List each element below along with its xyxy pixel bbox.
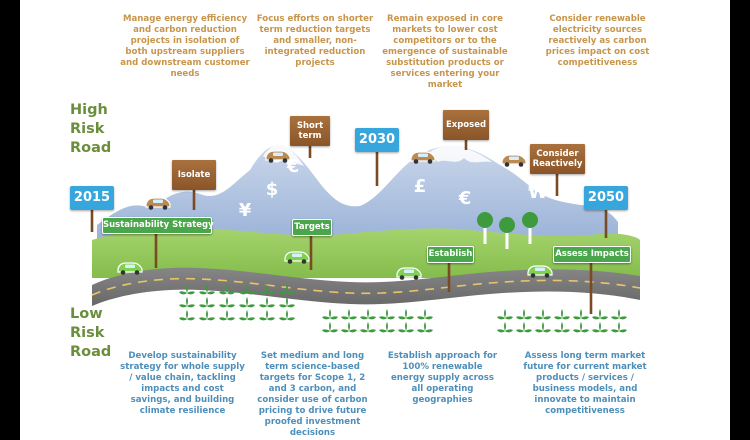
plant-icon: [239, 310, 255, 321]
tree-icon: [522, 212, 538, 244]
sign-short-term: Short term: [290, 116, 330, 146]
plant-icon: [239, 297, 255, 308]
car-icon: [265, 150, 291, 163]
currency-layer: $ ¥ € £ € ₩: [239, 156, 548, 221]
low-risk-text-2: Set medium and long term science-based t…: [257, 351, 368, 438]
plant-icon: [516, 309, 532, 320]
plant-icon: [611, 322, 627, 333]
plant-icon: [199, 284, 215, 295]
currency-icon: €: [286, 156, 300, 177]
currency-icon: ₩: [528, 182, 548, 203]
plant-icon: [179, 310, 195, 321]
currency-icon: ¥: [239, 200, 252, 221]
plant-icon: [341, 322, 357, 333]
plant-icon: [219, 284, 235, 295]
plant-icon: [199, 297, 215, 308]
sign-establish: Establish: [427, 246, 474, 263]
high-risk-text-3: Remain exposed in core markets to lower …: [382, 14, 508, 90]
sign-targets: Targets: [292, 219, 332, 236]
sign-consider-reactively: Consider Reactively: [530, 144, 585, 174]
plant-icon: [322, 322, 338, 333]
sign-posts-layer: [90, 140, 608, 314]
plant-icon: [379, 322, 395, 333]
high-risk-text-4: Consider renewable electricity sources r…: [545, 14, 650, 68]
plant-icon: [398, 322, 414, 333]
sign-isolate: Isolate: [172, 160, 216, 190]
tree-icon: [477, 212, 493, 244]
tree-icon: [499, 217, 515, 249]
plant-icon: [179, 284, 195, 295]
plant-icon: [259, 284, 275, 295]
plant-icon: [379, 309, 395, 320]
plant-icon: [219, 297, 235, 308]
sign-sustainability-strategy: Sustainability Strategy: [102, 217, 214, 234]
road: [92, 267, 640, 306]
plant-icon: [179, 297, 195, 308]
low-risk-text-4: Assess long term market future for curre…: [523, 351, 647, 416]
plant-icon: [497, 322, 513, 333]
plant-icon: [239, 284, 255, 295]
plant-icon: [279, 284, 295, 295]
plant-icon: [279, 310, 295, 321]
plant-icon: [360, 309, 376, 320]
plant-icon: [341, 309, 357, 320]
trees-layer: [477, 212, 538, 249]
snow-cap: [430, 145, 492, 163]
currency-icon: €: [458, 188, 472, 209]
year-sign-2050: 2050: [584, 186, 628, 210]
plant-icon: [360, 322, 376, 333]
plant-icon: [554, 309, 570, 320]
high-risk-road-label: High Risk Road: [70, 102, 112, 156]
car-icon: [284, 251, 310, 264]
plant-icon: [322, 309, 338, 320]
currency-icon: $: [266, 179, 279, 200]
low-risk-text-3: Establish approach for 100% renewable en…: [387, 351, 498, 405]
plant-icon: [497, 309, 513, 320]
road-center-line: [91, 277, 641, 296]
high-risk-text-2: Focus efforts on shorter term reduction …: [256, 14, 374, 68]
plant-icon: [417, 309, 433, 320]
plant-icon: [259, 297, 275, 308]
low-risk-road-label: Low Risk Road: [70, 306, 112, 360]
plant-icon: [573, 309, 589, 320]
plant-icon: [279, 297, 295, 308]
car-icon: [396, 267, 422, 280]
plant-icon: [259, 310, 275, 321]
car-icon: [527, 265, 553, 278]
cars-layer: [117, 150, 553, 280]
plant-icon: [535, 309, 551, 320]
plant-icon: [199, 310, 215, 321]
year-sign-2015: 2015: [70, 186, 114, 210]
plant-icon: [554, 322, 570, 333]
low-risk-text-1: Develop sustainability strategy for whol…: [120, 351, 245, 416]
sign-exposed: Exposed: [443, 110, 489, 140]
car-icon: [117, 262, 143, 275]
car-icon: [145, 197, 171, 210]
plant-icon: [219, 310, 235, 321]
plant-icon: [592, 322, 608, 333]
plant-icon: [611, 309, 627, 320]
currency-icon: £: [414, 176, 427, 197]
plant-icon: [592, 309, 608, 320]
car-icon: [501, 154, 527, 167]
sign-assess-impacts: Assess Impacts: [553, 246, 631, 263]
car-icon: [410, 151, 436, 164]
year-sign-2030: 2030: [355, 128, 399, 152]
plant-icon: [516, 322, 532, 333]
plants-layer: [179, 284, 627, 333]
plant-icon: [417, 322, 433, 333]
plant-icon: [398, 309, 414, 320]
high-risk-text-1: Manage energy efficiency and carbon redu…: [120, 14, 250, 79]
grass-hills: [92, 227, 640, 278]
plant-icon: [535, 322, 551, 333]
plant-icon: [573, 322, 589, 333]
